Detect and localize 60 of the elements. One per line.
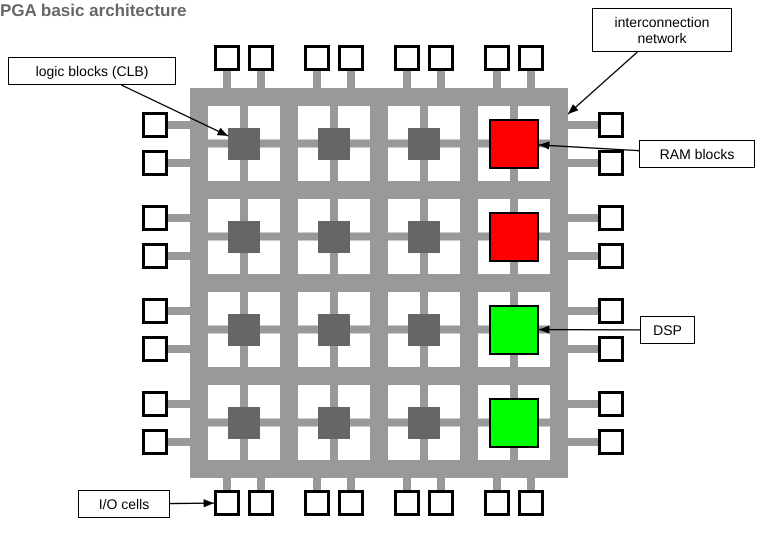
io-cell: [142, 204, 168, 230]
logic-block: [408, 128, 440, 160]
io-cell: [142, 242, 168, 268]
leader-line: [568, 52, 638, 115]
io-cell: [248, 45, 274, 71]
leader-line: [538, 141, 640, 152]
logic-block: [228, 128, 260, 160]
callout-label: interconnection network: [592, 8, 732, 52]
io-cell: [428, 45, 454, 71]
logic-block: [318, 314, 350, 346]
io-cell: [484, 45, 510, 71]
io-cell: [214, 45, 240, 71]
io-cell: [214, 490, 240, 516]
io-cell: [598, 336, 624, 362]
io-cell: [338, 45, 364, 71]
dsp-block: [489, 398, 539, 448]
io-cell: [338, 490, 364, 516]
io-cell: [518, 45, 544, 71]
callout-label: logic blocks (CLB): [8, 57, 176, 85]
io-cell: [142, 428, 168, 454]
io-cell: [304, 45, 330, 71]
logic-block: [228, 314, 260, 346]
logic-block: [228, 220, 260, 252]
io-cell: [598, 390, 624, 416]
io-cell: [394, 45, 420, 71]
io-cell: [598, 150, 624, 176]
callout-label: DSP: [640, 316, 695, 344]
io-cell: [598, 298, 624, 324]
logic-block: [318, 406, 350, 438]
interconnect-grid: [190, 88, 568, 478]
logic-block: [228, 406, 260, 438]
io-cell: [518, 490, 544, 516]
io-cell: [428, 490, 454, 516]
logic-block: [318, 220, 350, 252]
logic-block: [408, 314, 440, 346]
logic-block: [318, 128, 350, 160]
io-cell: [304, 490, 330, 516]
ram-block: [489, 212, 539, 262]
io-cell: [484, 490, 510, 516]
io-cell: [142, 298, 168, 324]
io-cell: [394, 490, 420, 516]
callout-label: I/O cells: [78, 490, 170, 518]
leader-line: [539, 325, 640, 334]
io-cell: [598, 428, 624, 454]
io-cell: [142, 336, 168, 362]
logic-block: [408, 406, 440, 438]
dsp-block: [489, 304, 539, 354]
io-cell: [598, 204, 624, 230]
io-cell: [598, 112, 624, 138]
logic-block: [408, 220, 440, 252]
callout-label: RAM blocks: [639, 140, 755, 168]
io-cell: [248, 490, 274, 516]
io-cell: [142, 150, 168, 176]
io-cell: [142, 112, 168, 138]
io-cell: [598, 242, 624, 268]
leader-line: [170, 499, 214, 508]
ram-block: [489, 118, 539, 168]
leader-line: [121, 84, 228, 136]
diagram-title: PGA basic architecture: [0, 1, 186, 21]
io-cell: [142, 390, 168, 416]
